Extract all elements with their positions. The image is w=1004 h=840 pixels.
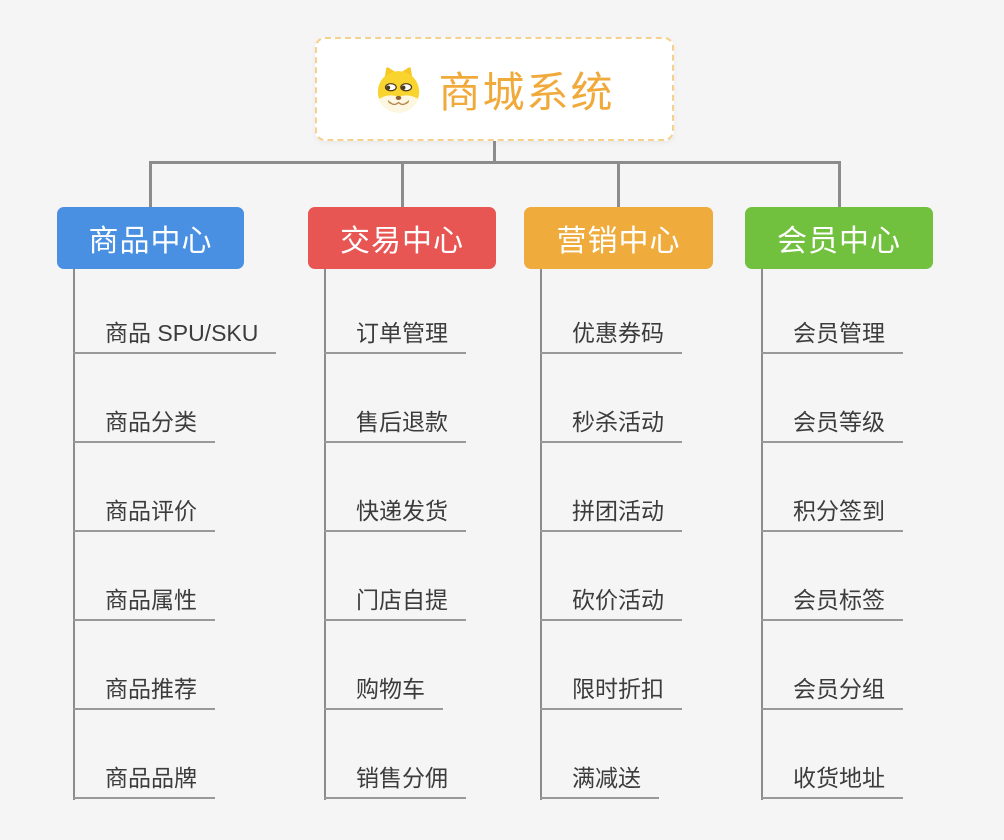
branch-drop-line — [837, 161, 841, 207]
item-row: 限时折扣 — [540, 621, 682, 710]
subtopic[interactable]: 商品属性 — [73, 587, 215, 621]
subtopic[interactable]: 商品推荐 — [73, 676, 215, 710]
branch-label: 会员中心 — [777, 225, 901, 258]
item-row: 商品 SPU/SKU — [73, 269, 277, 354]
branch-header[interactable]: 会员中心 — [745, 207, 933, 269]
subtopic[interactable]: 商品分类 — [73, 409, 215, 443]
branch-drop-line — [149, 161, 152, 207]
root-title: 商城系统 — [438, 68, 615, 116]
subtopic[interactable]: 商品品牌 — [73, 765, 215, 799]
branch-drop-line — [400, 161, 404, 207]
branch-connector-line — [324, 269, 326, 800]
branch-label: 营销中心 — [556, 225, 681, 258]
subtopic[interactable]: 优惠券码 — [540, 320, 682, 354]
item-row: 满减送 — [540, 710, 682, 799]
item-row: 会员等级 — [761, 354, 903, 443]
branch-header[interactable]: 营销中心 — [524, 207, 713, 269]
branch-header[interactable]: 商品中心 — [57, 207, 244, 269]
dog-icon — [378, 66, 420, 112]
subtopic[interactable]: 会员等级 — [761, 409, 903, 443]
subtopic[interactable]: 快递发货 — [324, 498, 466, 532]
item-row: 砍价活动 — [540, 532, 682, 621]
subtopic[interactable]: 收货地址 — [761, 765, 903, 799]
subtopic[interactable]: 商品评价 — [73, 498, 215, 532]
subtopic[interactable]: 订单管理 — [324, 320, 466, 354]
root-topic[interactable]: 商城系统 — [315, 37, 674, 141]
subtopic[interactable]: 门店自提 — [324, 587, 466, 621]
subtopic[interactable]: 会员分组 — [761, 676, 903, 710]
item-row: 商品评价 — [73, 443, 276, 532]
item-row: 商品品牌 — [73, 710, 276, 799]
item-row: 收货地址 — [761, 710, 903, 799]
subtopic[interactable]: 限时折扣 — [540, 676, 682, 710]
subtopic[interactable]: 拼团活动 — [540, 498, 682, 532]
subtopic[interactable]: 购物车 — [324, 676, 443, 710]
item-row: 售后退款 — [324, 354, 466, 443]
branch-items: 会员管理会员等级积分签到会员标签会员分组收货地址 — [761, 269, 903, 799]
branch-items: 订单管理售后退款快递发货门店自提购物车销售分佣 — [324, 269, 466, 799]
subtopic[interactable]: 会员标签 — [761, 587, 903, 621]
root-stem-line — [493, 141, 496, 164]
item-row: 优惠券码 — [540, 269, 682, 354]
branch-items: 商品 SPU/SKU 商品分类商品评价商品属性商品推荐商品品牌 — [73, 269, 277, 799]
item-row: 商品属性 — [73, 532, 276, 621]
item-row: 订单管理 — [324, 269, 466, 354]
branch-label: 交易中心 — [340, 225, 464, 258]
item-row: 积分签到 — [761, 443, 903, 532]
subtopic[interactable]: 砍价活动 — [540, 587, 682, 621]
item-row: 销售分佣 — [324, 710, 466, 799]
item-row: 秒杀活动 — [540, 354, 682, 443]
subtopic[interactable]: 会员管理 — [761, 320, 903, 354]
subtopic[interactable]: 秒杀活动 — [540, 409, 682, 443]
subtopic[interactable]: 积分签到 — [761, 498, 903, 532]
branch-connector-line — [73, 269, 75, 800]
subtopic[interactable]: 商品 SPU/SKU — [73, 320, 277, 354]
item-row: 快递发货 — [324, 443, 466, 532]
item-row: 商品推荐 — [73, 621, 276, 710]
branch-connector-line — [761, 269, 763, 800]
item-row: 会员分组 — [761, 621, 903, 710]
subtopic[interactable]: 满减送 — [540, 765, 659, 799]
branch-header[interactable]: 交易中心 — [308, 207, 496, 269]
branch-label: 商品中心 — [88, 225, 213, 258]
item-row: 商品分类 — [73, 354, 276, 443]
branch-drop-line — [617, 161, 620, 207]
item-row: 拼团活动 — [540, 443, 682, 532]
item-row: 会员管理 — [761, 269, 903, 354]
item-row: 购物车 — [324, 621, 466, 710]
branch-items: 优惠券码秒杀活动拼团活动砍价活动限时折扣满减送 — [540, 269, 682, 799]
subtopic[interactable]: 售后退款 — [324, 409, 466, 443]
subtopic[interactable]: 销售分佣 — [324, 765, 466, 799]
item-row: 会员标签 — [761, 532, 903, 621]
item-row: 门店自提 — [324, 532, 466, 621]
bus-line — [150, 161, 839, 164]
branch-connector-line — [540, 269, 542, 800]
